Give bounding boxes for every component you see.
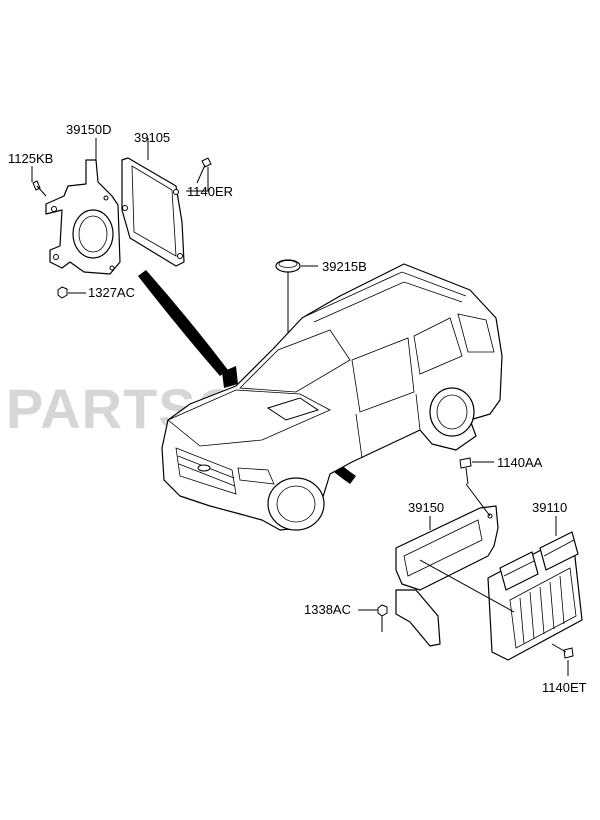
plug-39215b-icon	[275, 259, 301, 273]
vehicle-grille	[175, 447, 237, 495]
vehicle-door-line	[415, 393, 421, 431]
bolt-1140er-icon	[201, 157, 212, 168]
vehicle-floor-plate	[266, 397, 320, 421]
ecu-cover-39105-shape	[121, 157, 185, 267]
ecu-bracket-assembly: 39150D 39105 1125KB 1140ER 1327AC	[8, 122, 233, 300]
vehicle-rear-wheel-rim	[436, 394, 468, 430]
ecu-connector-rib	[543, 539, 575, 557]
ecu-connector-1	[499, 551, 539, 591]
ecu-cover-inner	[131, 165, 177, 257]
ecu-fin	[519, 597, 525, 645]
bolt-1140aa-icon	[459, 457, 472, 469]
ecu-fin	[539, 586, 545, 635]
vehicle-ecu-location-marker	[222, 366, 238, 388]
label-39150: 39150	[408, 500, 444, 515]
vehicle-roof-rail	[305, 271, 467, 317]
pointer-arrow-to-engine-bay	[138, 270, 228, 376]
vehicle-hood	[167, 389, 331, 447]
ecu-39110-heatsink	[509, 567, 577, 649]
vehicle-rear-window	[457, 313, 495, 353]
ecu-cover-bolt-hole	[177, 253, 183, 259]
leader-ecu-to-bracket	[419, 559, 515, 613]
label-1140aa: 1140AA	[497, 455, 543, 470]
bracket-mount-hole	[53, 254, 59, 260]
label-39105: 39105	[134, 130, 170, 145]
vehicle-windshield	[239, 329, 351, 393]
vehicle-body	[161, 263, 503, 531]
ecu-fin	[559, 575, 565, 625]
bracket-39150-shape	[395, 505, 499, 591]
bracket-39150-inner	[403, 519, 483, 577]
vehicle-logo	[197, 464, 211, 472]
bracket-mount-hole	[51, 206, 57, 212]
label-1338ac: 1338AC	[304, 602, 351, 617]
ecu-connector-2	[539, 531, 579, 571]
nut-1327ac-icon	[57, 286, 68, 299]
ecu-connector-rib	[503, 560, 535, 577]
label-39150d: 39150D	[66, 122, 112, 137]
ecu-cover-bolt-hole	[173, 189, 179, 195]
label-1327ac: 1327AC	[88, 285, 135, 300]
vehicle-grille-bar	[178, 463, 236, 487]
bolt-1125kb-shank	[36, 185, 47, 197]
bolt-1140aa-shank	[465, 467, 469, 485]
vehicle-side-window	[413, 317, 463, 375]
label-1125kb: 1125KB	[8, 151, 53, 166]
label-1140er: 1140ER	[187, 184, 233, 199]
ecu-fin	[549, 581, 555, 630]
leader-1140aa-down	[465, 483, 491, 517]
vehicle-headlight	[237, 467, 275, 485]
vehicle-door-line	[355, 413, 363, 459]
vehicle-front-wheel-rim	[276, 485, 316, 523]
vehicle-side-window	[351, 337, 415, 413]
bolt-1140er-shank	[196, 164, 206, 184]
label-1140et: 1140ET	[542, 680, 587, 695]
ecu-cover-bolt-hole	[122, 205, 128, 211]
bolt-1140et-icon	[563, 647, 574, 659]
vehicle-illustration	[161, 263, 503, 531]
plug-39215b-top	[278, 260, 298, 268]
vehicle-roof-rail	[313, 281, 463, 323]
bracket-hole-inner	[78, 215, 108, 253]
nut-1338ac-icon	[377, 604, 388, 617]
leader-1140er	[186, 167, 209, 192]
label-39110: 39110	[532, 500, 567, 515]
bracket-mount-hole	[109, 265, 115, 271]
ecu-fin	[529, 591, 535, 640]
bracket-39150-foot	[395, 589, 441, 647]
ecu-assembly: 1140AA 39150 39110 1338AC 1140ET	[304, 455, 587, 695]
label-39215b: 39215B	[322, 259, 367, 274]
vehicle-front-wheel	[267, 477, 325, 531]
bolt-1140et-shank	[551, 643, 567, 653]
bracket-mount-hole	[103, 195, 109, 201]
